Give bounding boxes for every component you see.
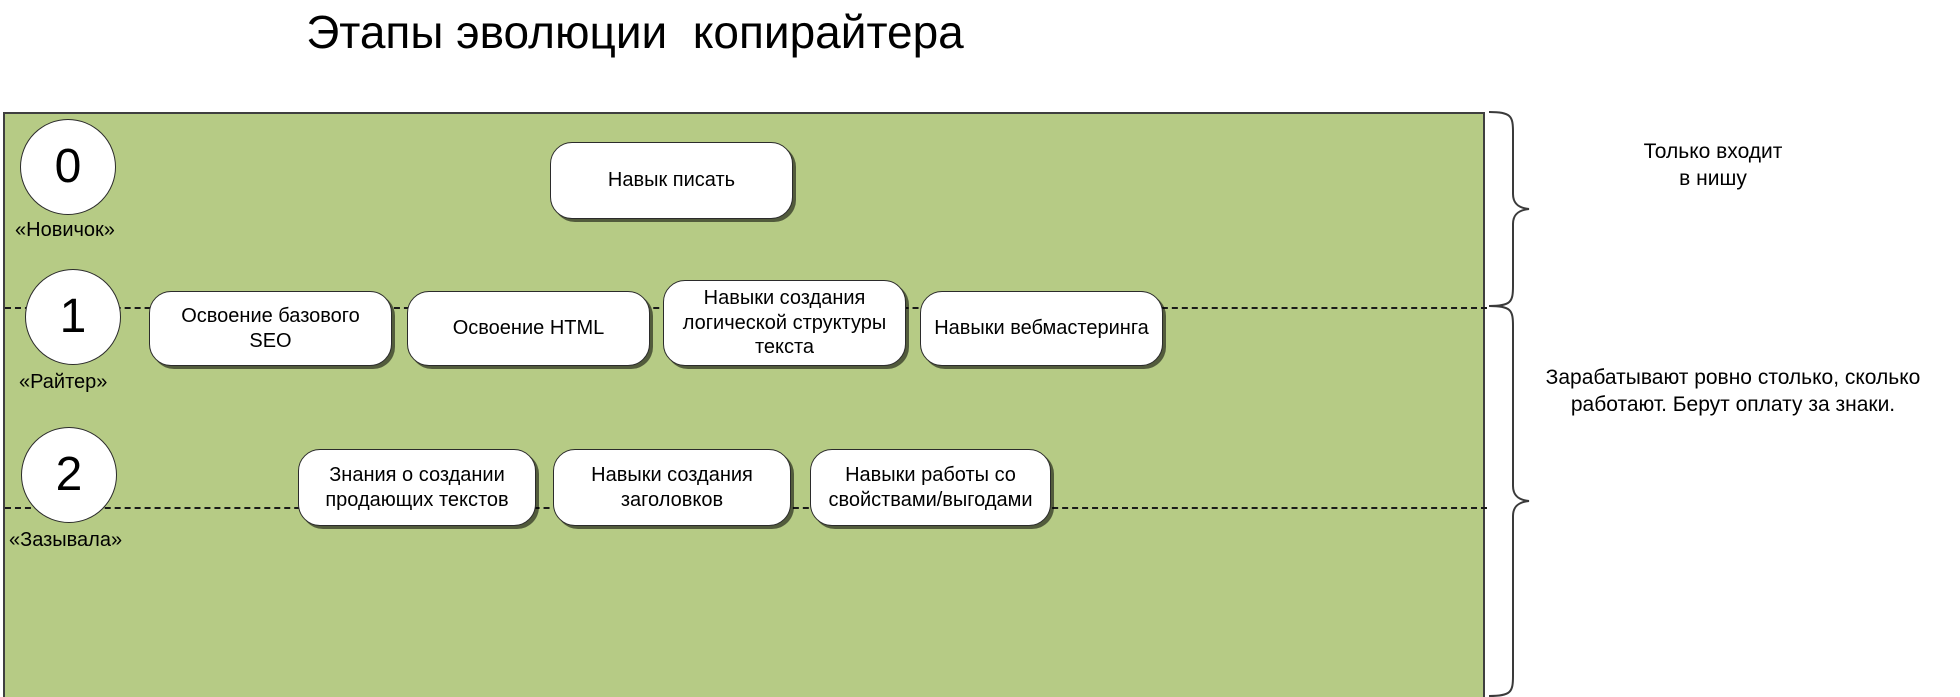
skill-pill: Навык писать <box>550 142 793 219</box>
skill-pill: Навыки создания заголовков <box>553 449 791 526</box>
annotation-label-1: Зарабатывают ровно столько, сколько рабо… <box>1545 366 1921 416</box>
skill-pill: Знания о создании продающих текстов <box>298 449 536 526</box>
skill-pill: Освоение HTML <box>407 291 650 366</box>
stage-badge-2: 2 <box>21 427 117 523</box>
skill-pill: Освоение базового SEO <box>149 291 392 366</box>
annotation-label-0: Только входит в нишу <box>1643 140 1783 190</box>
stage-caption-0: «Новичок» <box>15 219 115 241</box>
stage-badge-0: 0 <box>20 119 116 215</box>
brace-icon-1 <box>1488 305 1530 697</box>
stage-badge-1: 1 <box>25 269 121 365</box>
stages-panel: 0 «Новичок» Навык писать 1 «Райтер» Осво… <box>3 112 1487 697</box>
stage-caption-2: «Зазывала» <box>9 529 123 551</box>
stage-caption-1: «Райтер» <box>19 371 108 393</box>
skill-pill: Навыки работы со свойствами/выгодами <box>810 449 1051 526</box>
brace-icon-0 <box>1488 111 1530 307</box>
skill-pill: Навыки создания логической структуры тек… <box>663 280 906 366</box>
page-title: Этапы эволюции копирайтера <box>306 6 964 58</box>
skill-pill: Навыки вебмастеринга <box>920 291 1163 366</box>
